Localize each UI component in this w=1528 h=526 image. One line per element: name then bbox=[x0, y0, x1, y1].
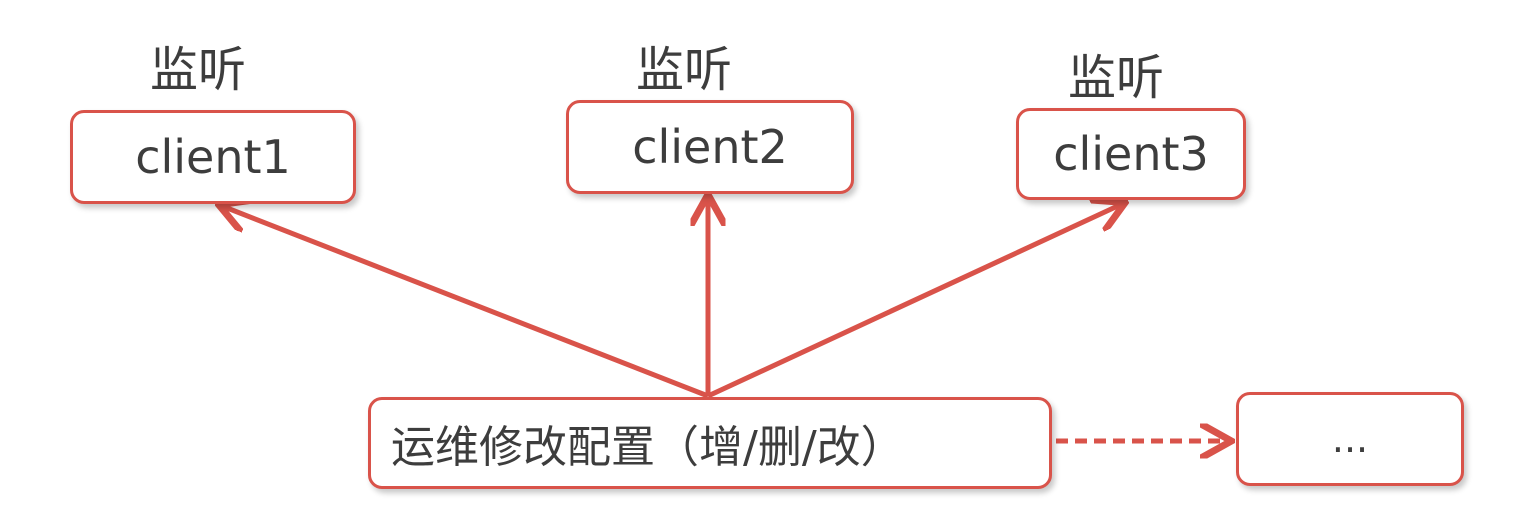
ops-config-change-label: 运维修改配置（增/删/改） bbox=[391, 422, 905, 473]
more-box: ... bbox=[1236, 392, 1464, 486]
listen-label-client1: 监听 bbox=[150, 42, 247, 98]
listen-label-client2: 监听 bbox=[636, 42, 733, 98]
listen-label-client3: 监听 bbox=[1068, 50, 1165, 106]
more-label: ... bbox=[1331, 417, 1369, 461]
client2-label: client2 bbox=[632, 120, 788, 174]
client1-box: client1 bbox=[70, 110, 356, 204]
client3-label: client3 bbox=[1053, 127, 1209, 181]
arrow-to-client1 bbox=[222, 206, 709, 399]
client2-box: client2 bbox=[566, 100, 854, 194]
client1-label: client1 bbox=[135, 130, 291, 184]
arrow-to-client3 bbox=[706, 204, 1122, 399]
client3-box: client3 bbox=[1016, 108, 1246, 200]
ops-config-change-box: 运维修改配置（增/删/改） bbox=[368, 397, 1052, 489]
